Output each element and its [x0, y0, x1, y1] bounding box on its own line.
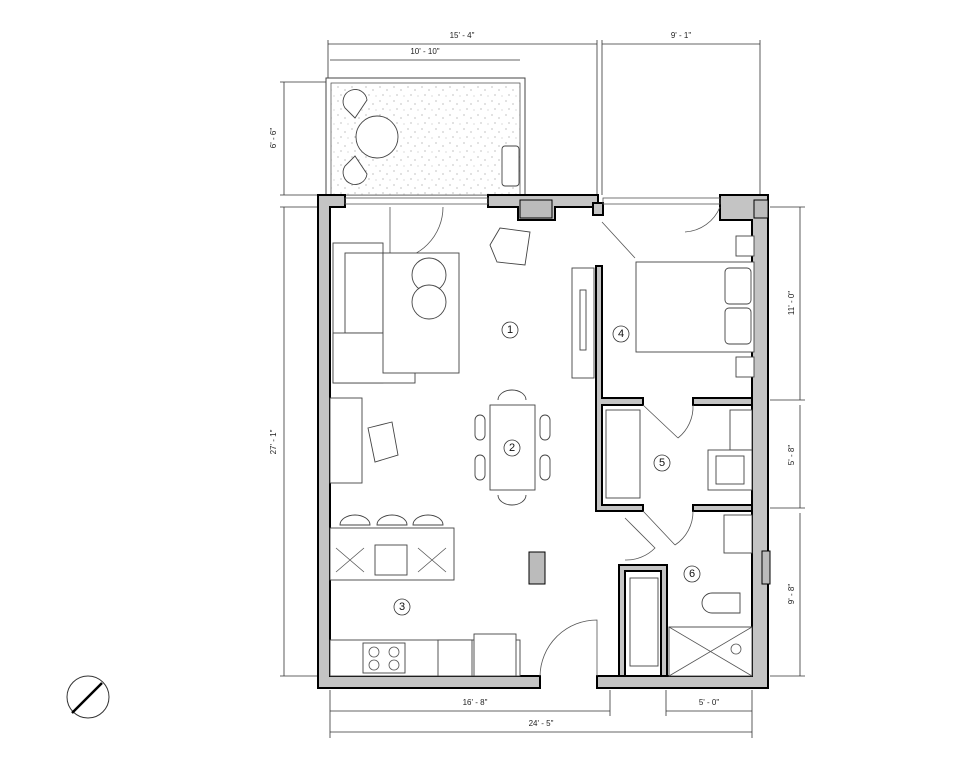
dim-left-overall: 27' - 1"	[269, 429, 278, 454]
closet-furniture	[605, 409, 753, 667]
balcony-table	[355, 115, 399, 159]
closet-rod	[629, 577, 659, 667]
dimension-lines	[280, 40, 805, 738]
column	[528, 551, 546, 585]
sink	[374, 544, 408, 576]
side-table	[411, 284, 447, 320]
bar-stool	[339, 514, 371, 526]
kitchen	[329, 514, 521, 677]
bar-stool	[376, 514, 408, 526]
column	[519, 199, 553, 219]
bedroom-furniture	[635, 235, 755, 378]
dim-right-bath: 9' - 8"	[787, 584, 796, 605]
room-tag-4: 4	[612, 325, 630, 343]
svg-text:4: 4	[618, 328, 624, 340]
dim-top-right: 9' - 1"	[671, 31, 692, 40]
bathroom-fixtures	[668, 514, 753, 677]
room-tag-6: 6	[683, 565, 701, 583]
balcony-planter	[501, 145, 520, 187]
balcony-chair	[342, 155, 368, 185]
balcony-chair	[342, 89, 368, 119]
dim-balcony-depth: 6' - 6"	[269, 128, 278, 149]
bar-stool	[412, 514, 444, 526]
stove	[362, 642, 406, 674]
svg-text:1: 1	[507, 324, 513, 336]
dim-bottom-living: 16' - 8"	[463, 698, 488, 707]
balcony	[325, 77, 526, 196]
armchair	[489, 227, 531, 266]
dim-balcony-width: 10' - 10"	[410, 47, 439, 56]
nightstand	[735, 356, 755, 378]
svg-text:5: 5	[659, 457, 665, 469]
dim-bottom-overall: 24' - 5"	[529, 719, 554, 728]
refrigerator	[473, 633, 517, 677]
room-tag-1: 1	[501, 321, 519, 339]
closet-rod	[729, 409, 753, 451]
dim-bottom-bath: 5' - 0"	[699, 698, 720, 707]
desk-chair	[367, 421, 399, 463]
dim-right-closet: 5' - 8"	[787, 445, 796, 466]
svg-text:6: 6	[689, 568, 695, 580]
room-tag-3: 3	[393, 598, 411, 616]
pillow	[724, 267, 752, 305]
desk	[329, 397, 363, 484]
nightstand	[735, 235, 755, 257]
vanity-sink	[723, 514, 753, 554]
svg-text:3: 3	[399, 601, 405, 613]
closet-rod	[605, 409, 641, 499]
pillow	[724, 307, 752, 345]
dishwasher	[437, 639, 473, 677]
svg-text:2: 2	[509, 442, 515, 454]
living-furniture	[329, 227, 595, 506]
dim-top-left: 15' - 4"	[450, 31, 475, 40]
room-tag-5: 5	[653, 454, 671, 472]
toilet	[701, 592, 741, 614]
north-arrow-icon	[66, 675, 110, 719]
windows	[344, 197, 721, 205]
room-tag-2: 2	[503, 439, 521, 457]
dim-right-bedroom: 11' - 0"	[787, 291, 796, 315]
